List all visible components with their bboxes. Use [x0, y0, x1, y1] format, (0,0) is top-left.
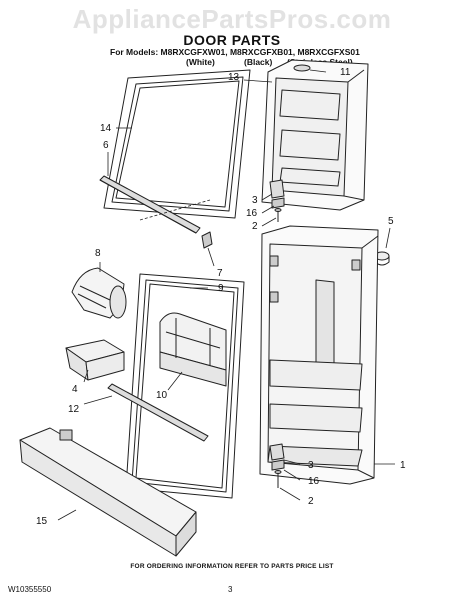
part-breaker-strip	[99, 175, 201, 234]
part-lower-hinge	[269, 443, 285, 488]
callout-4: 4	[72, 384, 78, 395]
ordering-info: FOR ORDERING INFORMATION REFER TO PARTS …	[130, 563, 334, 570]
part-upper-gasket	[103, 69, 251, 219]
callout-6: 6	[103, 140, 109, 151]
document-id: W10355550	[8, 585, 52, 594]
callout-15: 15	[36, 516, 48, 527]
callout-3-lower: 3	[308, 460, 314, 471]
callout-9: 9	[218, 283, 224, 294]
callout-10: 10	[156, 390, 168, 401]
callout-12: 12	[68, 404, 80, 415]
part-clip	[201, 231, 213, 249]
part-small-bin	[65, 339, 125, 381]
callout-3-upper: 3	[252, 195, 258, 206]
callout-16-upper: 16	[246, 208, 258, 219]
callout-2-upper: 2	[252, 221, 258, 232]
part-door-shelf	[159, 312, 227, 387]
part-lower-breaker	[107, 383, 209, 442]
part-dairy-bin	[71, 267, 127, 319]
callout-1: 1	[400, 460, 406, 471]
variant-white: (White)	[186, 57, 215, 67]
callout-14: 14	[100, 123, 112, 134]
part-lower-door	[259, 225, 379, 485]
part-door-bin	[19, 427, 197, 557]
callout-16-lower: 16	[308, 476, 320, 487]
callout-11: 11	[340, 67, 351, 78]
page-number: 3	[228, 585, 233, 594]
callout-7: 7	[217, 268, 223, 279]
part-upper-door	[261, 59, 369, 211]
page-title: DOOR PARTS	[183, 32, 281, 48]
part-upper-hinge	[269, 179, 285, 222]
models-line: For Models: M8RXCGFXW01, M8RXCGFXB01, M8…	[110, 47, 360, 57]
callout-13: 13	[228, 72, 240, 83]
callout-5: 5	[388, 216, 394, 227]
callout-8: 8	[95, 248, 101, 259]
leader-lines	[57, 69, 395, 521]
callout-2-lower: 2	[308, 496, 314, 507]
variant-black: (Black)	[244, 57, 273, 67]
watermark: AppliancePartsPros.com	[72, 4, 392, 34]
